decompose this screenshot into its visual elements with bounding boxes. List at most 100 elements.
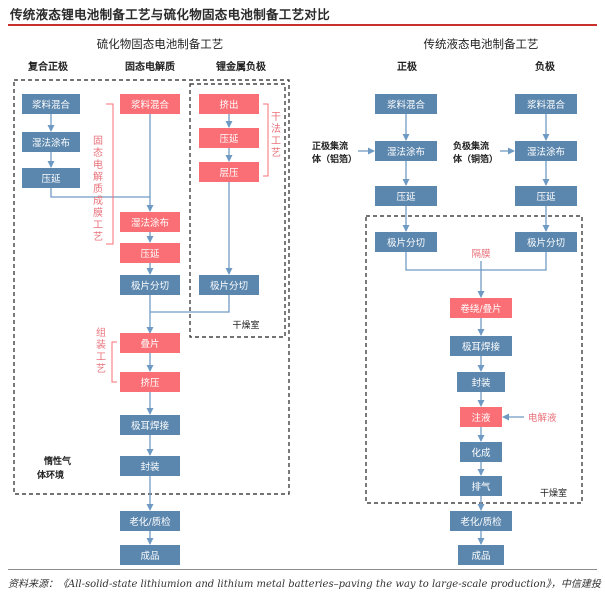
svg-text:体（铜箔）: 体（铜箔） (453, 153, 498, 165)
right-cathode-collector-label: 正极集流 体（铝箔） (312, 140, 357, 165)
left-aging-step: 老化/质检 (120, 511, 180, 531)
svg-text:压延: 压延 (140, 248, 160, 260)
inert-gas-label: 惰性气 体环境 (37, 455, 71, 481)
right-dry-room-label: 干燥室 (540, 487, 567, 499)
left-col-anode: 锂金属负极 (216, 60, 267, 73)
svg-text:老化/质检: 老化/质检 (129, 516, 171, 528)
right-cathode-step-4: 极片分切 (375, 232, 437, 252)
left-cathode-step-2: 湿法涂布 (22, 132, 80, 152)
svg-text:湿法涂布: 湿法涂布 (32, 137, 70, 149)
right-winding-step: 卷绕/叠片 (450, 298, 512, 318)
svg-text:成品: 成品 (140, 550, 159, 562)
left-tab-weld-step: 极耳焊接 (120, 415, 180, 435)
svg-text:组: 组 (96, 326, 106, 339)
right-anode-collector-label: 负极集流 体（铜箔） (453, 140, 498, 165)
svg-text:封装: 封装 (140, 461, 160, 473)
left-pressing-step: 挤压 (120, 372, 180, 392)
svg-text:固: 固 (93, 135, 103, 147)
svg-text:艺: 艺 (96, 363, 106, 375)
svg-text:工: 工 (271, 136, 281, 147)
svg-text:排气: 排气 (471, 481, 491, 493)
svg-text:湿法涂布: 湿法涂布 (131, 217, 169, 229)
svg-text:装: 装 (96, 338, 106, 351)
svg-text:法: 法 (271, 122, 281, 135)
svg-text:湿法涂布: 湿法涂布 (387, 146, 425, 158)
left-cut-electrolyte: 极片分切 (120, 275, 180, 295)
svg-text:压延: 压延 (536, 191, 556, 203)
svg-text:极片分切: 极片分切 (387, 237, 425, 249)
svg-text:极片分切: 极片分切 (210, 280, 248, 292)
svg-text:体环境: 体环境 (37, 469, 64, 481)
svg-text:湿法涂布: 湿法涂布 (527, 146, 565, 158)
svg-text:层压: 层压 (219, 168, 239, 179)
left-electrolyte-step-1: 浆料混合 (120, 94, 180, 114)
svg-text:艺: 艺 (271, 147, 281, 159)
right-anode-step-3: 压延 (515, 186, 577, 206)
svg-text:电: 电 (93, 158, 103, 171)
inert-gas-region (13, 79, 290, 495)
left-dry-room-region (189, 83, 286, 338)
svg-text:浆料混合: 浆料混合 (32, 99, 71, 111)
separator-label: 隔膜 (471, 249, 491, 260)
svg-text:压延: 压延 (396, 191, 416, 203)
right-product-step: 成品 (458, 545, 504, 565)
svg-text:质: 质 (93, 183, 103, 195)
right-degas-step: 排气 (460, 476, 502, 496)
svg-text:正极集流: 正极集流 (312, 140, 348, 152)
right-injection-step: 注液 (460, 407, 502, 427)
left-stacking-step: 叠片 (120, 333, 180, 353)
svg-text:极片分切: 极片分切 (527, 237, 565, 249)
left-anode-step-1: 挤出 (199, 94, 259, 114)
assembly-process-label: 组 装 工 艺 (96, 326, 117, 383)
svg-text:浆料混合: 浆料混合 (527, 99, 566, 111)
left-cathode-step-1: 浆料混合 (22, 94, 80, 114)
svg-text:负极集流: 负极集流 (453, 140, 489, 152)
right-cathode-step-2: 湿法涂布 (375, 141, 437, 161)
right-cathode-step-1: 浆料混合 (375, 94, 437, 114)
left-cut-anode: 极片分切 (199, 275, 259, 295)
svg-text:工: 工 (96, 352, 106, 363)
dry-process-label: 干 法 工 艺 (263, 103, 281, 177)
right-anode-step-1: 浆料混合 (515, 94, 577, 114)
svg-text:成品: 成品 (471, 550, 490, 562)
right-formation-step: 化成 (460, 442, 502, 462)
svg-text:卷绕/叠片: 卷绕/叠片 (460, 303, 501, 315)
left-electrolyte-step-2: 湿法涂布 (120, 212, 180, 232)
right-tab-weld-step: 极耳焊接 (450, 336, 512, 356)
source-rule (8, 569, 597, 570)
right-aging-step: 老化/质检 (450, 511, 512, 531)
svg-text:工: 工 (93, 220, 103, 231)
source-note: 资料来源：《All-solid-state lithiumion and lit… (8, 579, 601, 590)
left-electrolyte-step-3: 压延 (120, 243, 180, 263)
svg-text:体（铝箔）: 体（铝箔） (312, 153, 357, 165)
left-col-cathode: 复合正极 (27, 60, 69, 73)
right-seal-step: 封装 (457, 372, 505, 392)
right-col-anode: 负极 (535, 60, 556, 73)
svg-text:挤压: 挤压 (140, 377, 160, 389)
svg-text:压延: 压延 (41, 173, 61, 185)
svg-text:浆料混合: 浆料混合 (131, 99, 170, 111)
left-anode-step-2: 压延 (199, 128, 259, 148)
right-dry-room-region (365, 215, 583, 504)
right-section-title: 传统液态电池制备工艺 (424, 37, 539, 51)
right-col-cathode: 正极 (397, 60, 418, 73)
title-rule (8, 24, 597, 26)
left-anode-step-3: 层压 (199, 162, 259, 182)
svg-text:极耳焊接: 极耳焊接 (462, 341, 501, 353)
page-title: 传统液态锂电池制备工艺与硫化物固态电池制备工艺对比 (10, 7, 331, 22)
electrolyte-label: 电解液 (528, 412, 557, 424)
svg-text:注液: 注液 (471, 412, 491, 424)
svg-text:化成: 化成 (471, 447, 491, 459)
left-product-step: 成品 (120, 545, 180, 565)
svg-text:成: 成 (93, 195, 103, 207)
svg-text:解: 解 (93, 170, 103, 183)
left-seal-step: 封装 (120, 456, 180, 476)
right-anode-step-2: 湿法涂布 (515, 141, 577, 161)
svg-text:封装: 封装 (471, 377, 491, 389)
left-col-electrolyte: 固态电解质 (125, 60, 175, 73)
svg-text:膜: 膜 (93, 207, 103, 219)
svg-text:干: 干 (271, 112, 281, 123)
svg-text:老化/质检: 老化/质检 (460, 516, 502, 528)
left-dry-room-label: 干燥室 (232, 319, 259, 331)
svg-text:极片分切: 极片分切 (131, 280, 169, 292)
